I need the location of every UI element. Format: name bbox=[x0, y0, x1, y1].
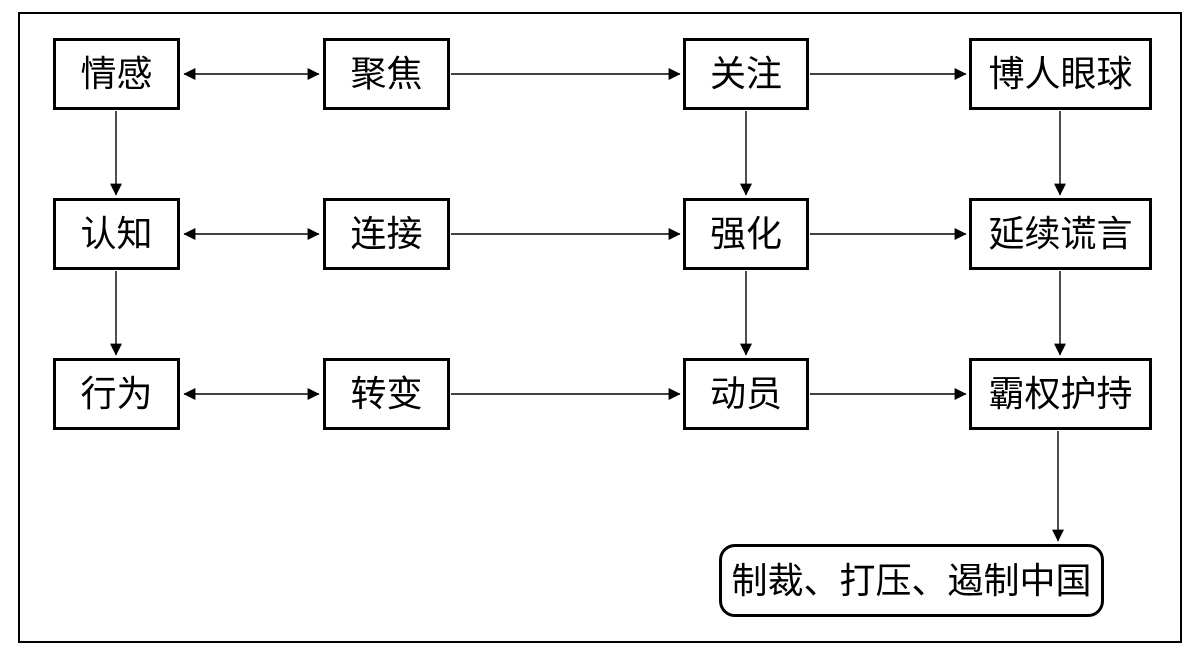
node-behavior: 行为 bbox=[53, 358, 180, 430]
node-eye-catching: 博人眼球 bbox=[969, 38, 1152, 110]
node-focus: 聚焦 bbox=[323, 38, 450, 110]
node-transformation: 转变 bbox=[323, 358, 450, 430]
node-perpetuate-lies: 延续谎言 bbox=[969, 198, 1152, 270]
node-mobilization: 动员 bbox=[683, 358, 809, 430]
node-hegemony-preservation: 霸权护持 bbox=[969, 358, 1152, 430]
node-connection: 连接 bbox=[323, 198, 450, 270]
diagram-outer-frame bbox=[18, 12, 1182, 643]
node-attention: 关注 bbox=[683, 38, 809, 110]
node-outcome-sanction-suppress-contain-china: 制裁、打压、遏制中国 bbox=[719, 544, 1104, 617]
node-emotion: 情感 bbox=[53, 38, 180, 110]
node-reinforcement: 强化 bbox=[683, 198, 809, 270]
node-cognition: 认知 bbox=[53, 198, 180, 270]
